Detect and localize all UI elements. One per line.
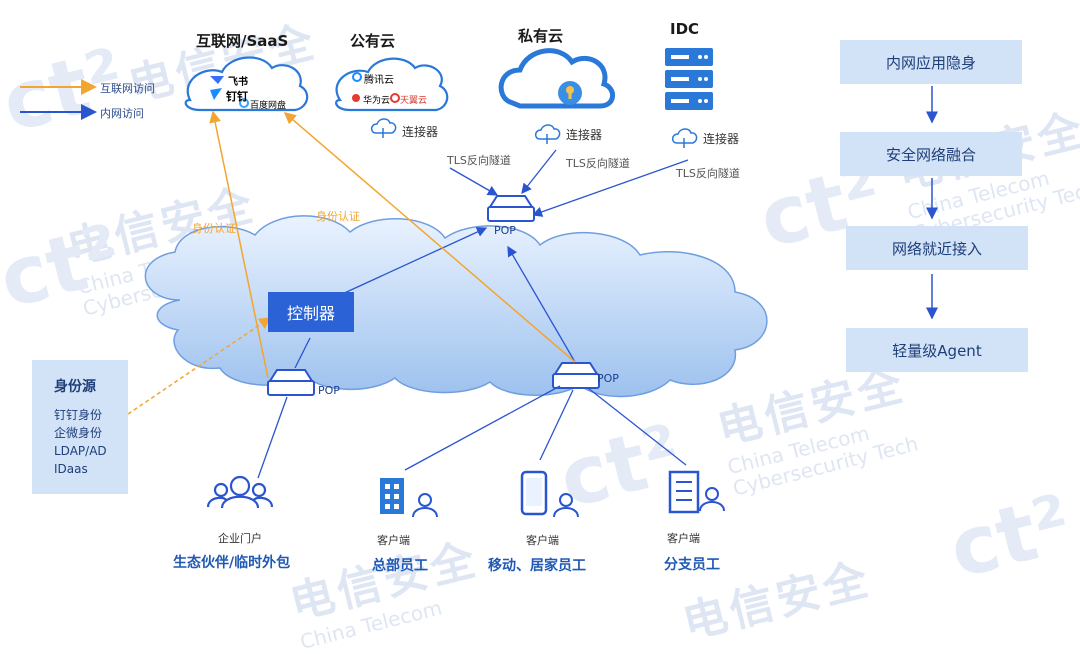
idc-title: IDC (670, 20, 700, 38)
pop-label-top: POP (494, 224, 516, 237)
ctrl-to-pop-left (294, 337, 311, 369)
pop-icon-top (487, 195, 535, 222)
tunnel-label-public: TLS反向隧道 (447, 154, 511, 167)
idc-server-icon (665, 48, 713, 110)
link-partner (257, 396, 288, 479)
tunnel-label-idc: TLS反向隧道 (676, 167, 740, 180)
link-mobile (539, 389, 574, 461)
feature-box-hidden-apps: 内网应用隐身 (840, 40, 1022, 84)
tunnel-line-idc (531, 159, 689, 217)
hq-building-icon (380, 478, 438, 518)
public-cloud (335, 57, 449, 112)
controller-box: 控制器 (268, 292, 354, 332)
dingtalk-label: 钉钉 (226, 90, 248, 103)
legend-internet-label: 互联网访问 (100, 82, 155, 95)
tianyi-cloud-label: 天翼云 (400, 96, 428, 106)
connector-label-public: 连接器 (402, 125, 439, 139)
pop-label-left: POP (318, 384, 340, 397)
baidu-pan-label: 百度网盘 (250, 101, 287, 111)
tunnel-line-private (521, 149, 557, 195)
pop-icon-right (552, 362, 600, 389)
legend-intranet-label: 内网访问 (100, 107, 144, 120)
tencent-cloud-label: 腾讯云 (364, 75, 394, 86)
connector-icon-public (370, 118, 397, 138)
pop-right-to-top (507, 245, 576, 363)
partner-group-icon (206, 475, 274, 509)
hq-main-label: 总部员工 (372, 558, 428, 574)
dingtalk-logo (210, 88, 222, 100)
diagram-canvas (20, 48, 938, 518)
branch-building-icon (668, 470, 725, 514)
tencent-cloud-logo (352, 72, 362, 82)
baidu-pan-logo (239, 98, 249, 108)
feishu-logo (210, 76, 224, 84)
connector-icon-private (534, 124, 561, 144)
auth-label-left: 身份认证 (192, 222, 236, 235)
identity-item: LDAP/AD (54, 444, 107, 458)
pop-label-right: POP (597, 372, 619, 385)
private-cloud-title: 私有云 (518, 27, 564, 45)
link-branch (587, 387, 687, 466)
huawei-cloud-logo (352, 94, 360, 102)
connector-icon-idc (671, 128, 698, 148)
private-cloud-icon (498, 48, 615, 109)
tianyi-cloud-logo (390, 93, 400, 103)
internet-line-left (209, 110, 269, 379)
public-cloud-title: 公有云 (350, 32, 396, 50)
mobile-phone-icon (520, 470, 579, 518)
ctrl-to-pop-top (339, 227, 488, 296)
mobile-sub-label: 客户端 (526, 534, 559, 547)
partner-sub-label: 企业门户 (218, 532, 262, 545)
tunnel-line-public (449, 167, 499, 196)
link-hq (404, 385, 561, 471)
connector-label-idc: 连接器 (703, 132, 740, 146)
partner-main-label: 生态伙伴/临时外包 (173, 555, 291, 571)
huawei-cloud-label: 华为云 (363, 96, 391, 106)
mobile-main-label: 移动、居家员工 (488, 558, 586, 574)
hq-sub-label: 客户端 (377, 534, 410, 547)
network-cloud (144, 215, 768, 398)
identity-item: 钉钉身份 (54, 408, 103, 422)
identity-title: 身份源 (54, 379, 96, 395)
feature-box-lightweight-agent: 轻量级Agent (846, 328, 1028, 372)
feishu-label: 飞书 (228, 77, 248, 88)
identity-item: 企微身份 (54, 426, 103, 440)
pop-icon-left (267, 369, 315, 396)
saas-title: 互联网/SaaS (196, 32, 289, 50)
feature-box-network-fusion: 安全网络融合 (840, 132, 1022, 176)
internet-line-right (283, 112, 576, 363)
identity-source-panel: 身份源 钉钉身份 企微身份 LDAP/AD IDaas (32, 360, 128, 494)
branch-sub-label: 客户端 (667, 532, 700, 545)
auth-label-right: 身份认证 (316, 210, 360, 223)
identity-item: IDaas (54, 462, 88, 476)
tunnel-label-private: TLS反向隧道 (566, 157, 630, 170)
feature-box-nearby-access: 网络就近接入 (846, 226, 1028, 270)
branch-main-label: 分支员工 (664, 557, 720, 573)
identity-dashed-line (127, 317, 272, 415)
connector-label-private: 连接器 (566, 128, 603, 142)
